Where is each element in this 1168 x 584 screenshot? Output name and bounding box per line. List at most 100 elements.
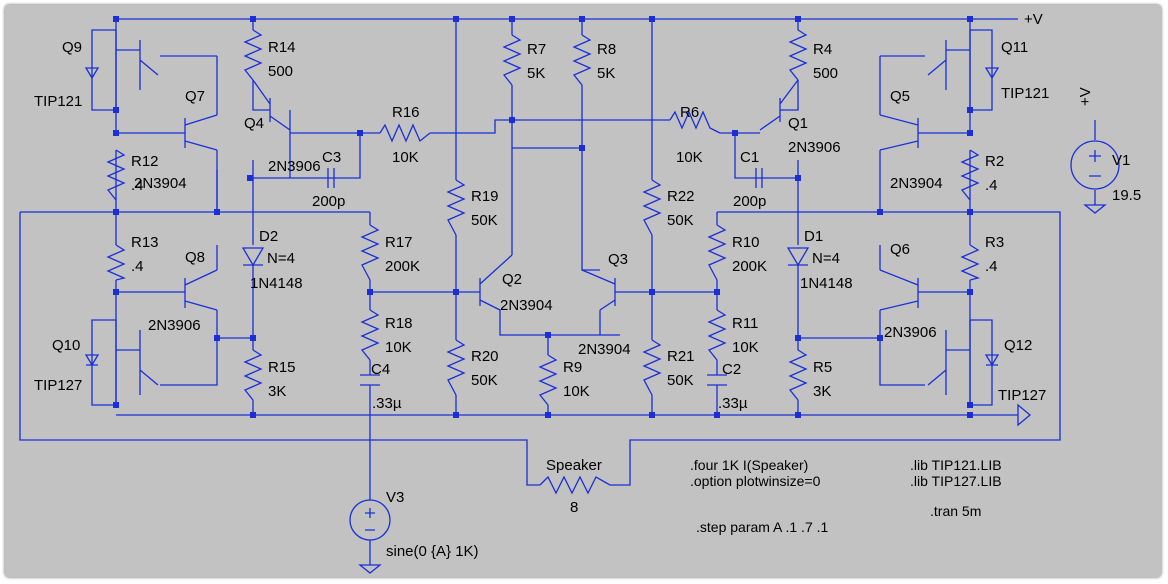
d2-model: 1N4148 [250, 275, 303, 292]
c3-value: 200p [312, 193, 345, 210]
r20-ref: R20 [471, 348, 499, 365]
supply-label: +V [1024, 11, 1043, 28]
spice-directives: .four 1K I(Speaker) .option plotwinsize=… [690, 457, 1002, 535]
directive-lib-tip121: .lib TIP121.LIB [910, 457, 1002, 473]
r20-value: 50K [471, 372, 498, 389]
directive-four: .four 1K I(Speaker) [690, 457, 808, 473]
q1-ref: Q1 [788, 115, 808, 132]
resistor-R10 [707, 224, 727, 281]
capacitor-C2 [707, 374, 727, 386]
q7-ref: Q7 [185, 88, 205, 105]
c3-ref: C3 [322, 149, 341, 166]
resistor-R3 [960, 244, 981, 281]
q6-ref: Q6 [890, 241, 910, 258]
q9-model: TIP121 [34, 93, 82, 110]
q2-ref: Q2 [502, 271, 522, 288]
capacitor-symbols [327, 168, 763, 386]
v1-net-label: +V [1077, 87, 1094, 106]
q10-ref: Q10 [52, 337, 80, 354]
c4-ref: C4 [371, 361, 390, 378]
resistor-symbols [106, 29, 981, 495]
transistor-Q2 [479, 254, 513, 311]
q9-ref: Q9 [62, 39, 82, 56]
resistor-R18 [360, 309, 380, 361]
r11-value: 10K [732, 339, 759, 356]
r15-value: 3K [268, 383, 286, 400]
r13-ref: R13 [131, 234, 159, 251]
r8-ref: R8 [597, 41, 616, 58]
r7-ref: R7 [527, 41, 546, 58]
r16-value: 10K [392, 149, 419, 166]
r6-ref: R6 [680, 104, 699, 121]
v3-value: sine(0 {A} 1K) [386, 543, 479, 560]
q1-model: 2N3906 [788, 139, 841, 156]
d2-ref: D2 [259, 228, 278, 245]
transistor-Q1 [759, 79, 799, 131]
resistor-R8 [572, 34, 592, 86]
resistor-R12 [106, 149, 126, 201]
q5-model: 2N3904 [890, 175, 943, 192]
r14-ref: R14 [268, 39, 296, 56]
resistor-R19 [446, 179, 466, 236]
transistor-Q6 [879, 269, 919, 311]
resistor-R5 [788, 349, 808, 401]
resistor-R21 [642, 339, 662, 396]
diode-D1 [786, 247, 810, 267]
transistor-Q4 [252, 79, 291, 131]
r21-ref: R21 [667, 348, 695, 365]
speaker-ref: Speaker [546, 457, 602, 474]
component-labels: +V +V V1 19.5 V3 sine(0 {A} 1K) R14 500 … [34, 11, 1141, 560]
transistor-Q12 [927, 320, 971, 405]
c2-ref: C2 [722, 361, 741, 378]
resistor-R15 [243, 349, 263, 401]
r19-ref: R19 [471, 188, 499, 205]
resistor-R11 [707, 309, 727, 361]
resistor-R9 [538, 354, 558, 406]
transistor-Q11 [927, 30, 971, 110]
resistor-R22 [642, 179, 662, 236]
speaker-load [539, 475, 611, 495]
r10-value: 200K [732, 258, 767, 275]
r10-ref: R10 [732, 234, 760, 251]
capacitor-C1 [755, 168, 763, 188]
q6-model: 2N3906 [884, 324, 937, 341]
r9-ref: R9 [563, 359, 582, 376]
q8-model: 2N3906 [148, 317, 201, 334]
directive-lib-tip127: .lib TIP127.LIB [910, 473, 1002, 489]
transistor-Q7 [184, 114, 218, 151]
capacitor-C3 [327, 168, 335, 188]
resistor-R16 [379, 123, 431, 143]
transistor-Q8 [184, 269, 218, 311]
resistor-R13 [106, 244, 127, 281]
directive-option: .option plotwinsize=0 [690, 473, 821, 489]
r4-value: 500 [813, 65, 838, 82]
r2-ref: R2 [985, 153, 1004, 170]
r7-value: 5K [527, 65, 545, 82]
q3-ref: Q3 [608, 251, 628, 268]
v3-ref: V3 [386, 489, 404, 506]
q12-ref: Q12 [1004, 337, 1032, 354]
c2-value: .33µ [718, 395, 748, 412]
v1-value: 19.5 [1112, 187, 1141, 204]
r12-value: .4 [131, 177, 144, 194]
resistor-R6 [669, 110, 721, 134]
c1-value: 200p [733, 193, 766, 210]
resistor-R7 [502, 34, 522, 86]
r5-value: 3K [813, 383, 831, 400]
r4-ref: R4 [813, 41, 832, 58]
r15-ref: R15 [268, 359, 296, 376]
q4-model: 2N3906 [268, 158, 321, 175]
r12-ref: R12 [131, 153, 159, 170]
source-symbols [349, 140, 1120, 574]
d1-model: 1N4148 [800, 275, 853, 292]
q7-model: 2N3904 [134, 175, 187, 192]
q11-ref: Q11 [1001, 39, 1028, 56]
resistor-R20 [446, 339, 466, 396]
r13-value: .4 [131, 258, 144, 275]
voltage-source-V1 [1070, 140, 1120, 190]
transistor-Q10 [115, 320, 159, 405]
c4-value: .33µ [372, 395, 402, 412]
r17-ref: R17 [385, 234, 413, 251]
resistor-R2 [960, 149, 980, 201]
